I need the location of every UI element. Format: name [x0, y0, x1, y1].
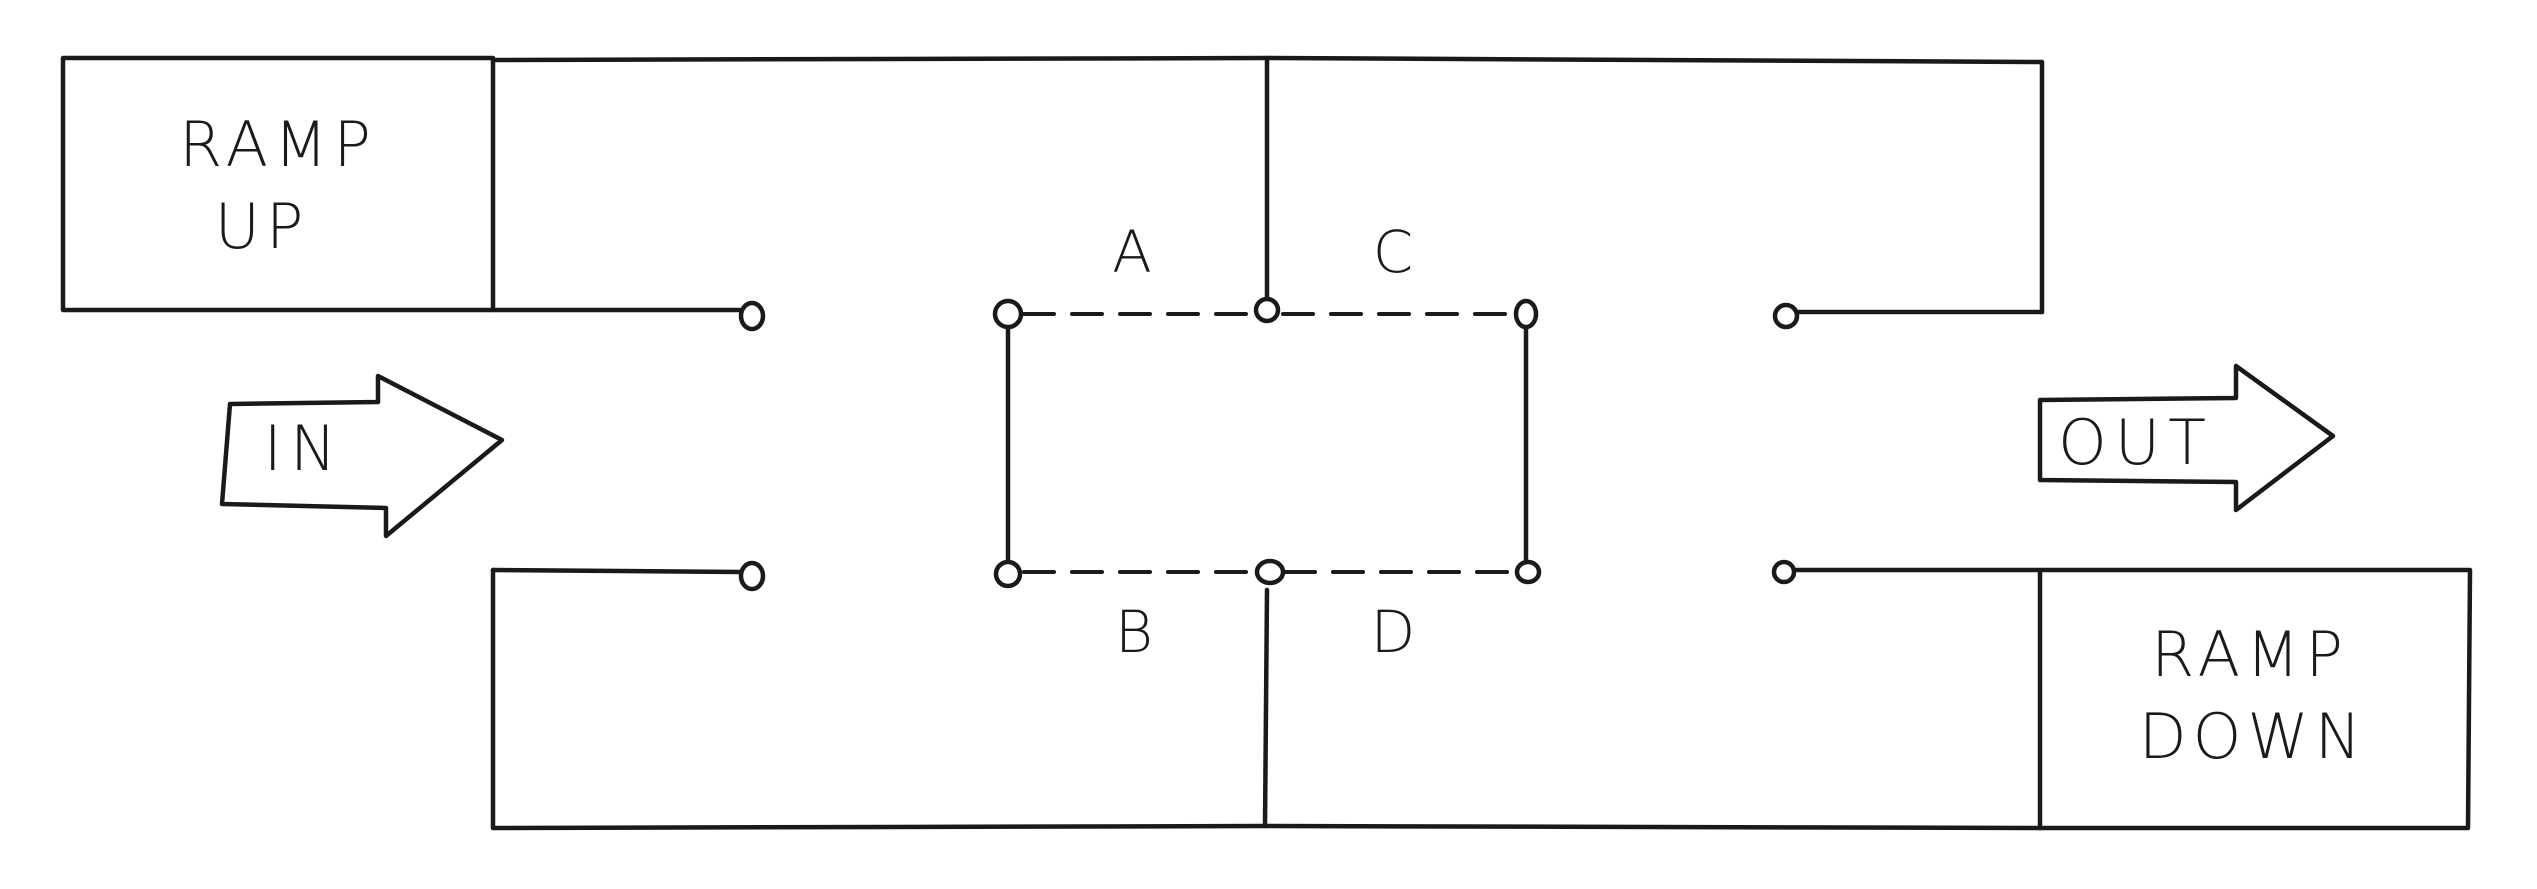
lower-left-ledge: [490, 567, 743, 575]
node-left-upper: [738, 300, 766, 332]
ramp-down-label-line2: DOWN: [2139, 700, 2367, 773]
ramp-down-label-line1: RAMP: [2151, 618, 2349, 691]
node-bottom-center: [1254, 558, 1286, 586]
out-arrow-shape: [2037, 363, 2336, 513]
node-d-right: [1514, 559, 1542, 585]
label-a: A: [1112, 218, 1152, 286]
label-b: B: [1115, 598, 1153, 666]
ramp-up-label-line2: UP: [215, 190, 310, 263]
label-d: D: [1371, 598, 1416, 666]
label-c: C: [1373, 218, 1414, 286]
node-right-upper: [1772, 302, 1800, 330]
node-b-left: [993, 559, 1023, 589]
out-arrow-label: OUT: [2058, 406, 2214, 479]
ramp-up-box: RAMP UP: [60, 55, 496, 313]
bottom-wall: [490, 567, 2043, 831]
ramp-up-label-line1: RAMP: [179, 108, 377, 181]
in-arrow-shape: [219, 373, 505, 539]
node-right-lower: [1771, 559, 1797, 585]
in-arrow-label: IN: [264, 412, 345, 485]
top-wall: [490, 55, 2045, 315]
bottom-divider: [1262, 587, 1270, 829]
out-arrow: OUT: [2037, 363, 2336, 513]
ramp-up-box-outline: [60, 55, 496, 313]
node-a-left: [992, 298, 1024, 330]
node-top-center: [1253, 296, 1281, 324]
node-left-lower: [738, 560, 766, 592]
node-c-right: [1513, 298, 1539, 330]
ramp-down-box: RAMP DOWN: [2037, 567, 2473, 831]
ramp-down-box-outline: [2037, 567, 2473, 831]
in-arrow: IN: [219, 373, 505, 539]
